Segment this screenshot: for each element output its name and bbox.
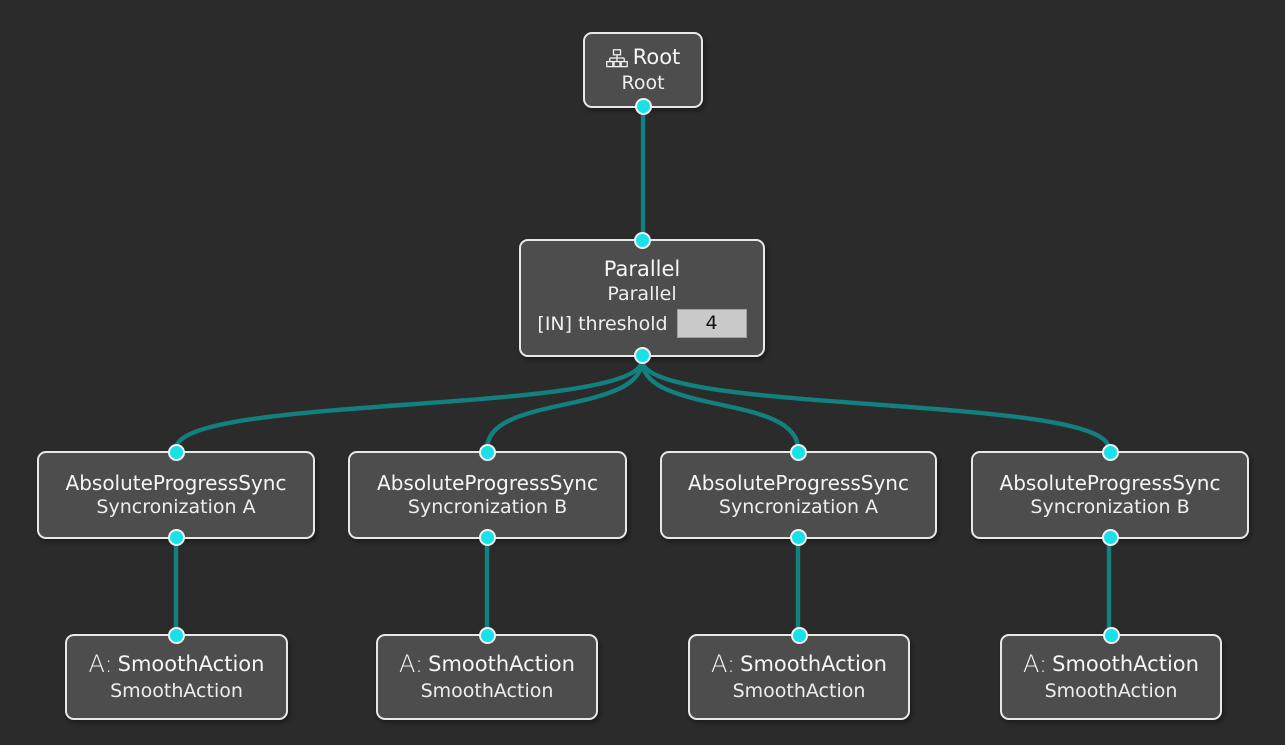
node-action-1-subtitle: SmoothAction (110, 680, 243, 703)
node-parallel-title: Parallel (603, 256, 681, 281)
node-root-output-port[interactable] (634, 98, 652, 115)
node-sync-b-2-title: AbsoluteProgressSync (999, 470, 1221, 495)
node-root-title: Root (632, 45, 681, 70)
node-sync-a-2[interactable]: AbsoluteProgressSync Syncronization A (660, 444, 937, 546)
action-prefix-icon: A: (1023, 650, 1048, 679)
threshold-input[interactable]: 4 (676, 309, 747, 339)
node-action-3-subtitle: SmoothAction (732, 680, 866, 703)
node-action-4[interactable]: A: SmoothAction SmoothAction (1000, 627, 1222, 720)
node-action-2-title-row: A: SmoothAction (399, 651, 575, 678)
node-parallel[interactable]: Parallel Parallel [IN] threshold 4 (519, 232, 765, 364)
node-action-3-input-port[interactable] (790, 627, 808, 644)
node-sync-b-1-title: AbsoluteProgressSync (377, 470, 598, 495)
node-sync-a-1-output-port[interactable] (167, 529, 185, 546)
edge-parallel-sync-b-2[interactable] (639, 357, 1112, 452)
edge-parallel-sync-b-1[interactable] (484, 357, 645, 452)
node-action-3[interactable]: A: SmoothAction SmoothAction (688, 627, 910, 720)
node-action-1-title-row: A: SmoothAction (89, 651, 265, 678)
node-sync-b-1[interactable]: AbsoluteProgressSync Syncronization B (348, 444, 627, 546)
node-sync-b-1-subtitle: Syncronization B (407, 495, 568, 518)
node-action-2[interactable]: A: SmoothAction SmoothAction (376, 627, 598, 720)
node-action-3-title-row: A: SmoothAction (711, 651, 887, 678)
node-action-1-title: SmoothAction (117, 652, 265, 677)
threshold-label: [IN] threshold (537, 312, 668, 335)
sitemap-icon (605, 49, 628, 68)
node-parallel-output-port[interactable] (633, 347, 651, 364)
node-sync-a-2-subtitle: Syncronization A (718, 495, 879, 518)
node-parallel-input-port[interactable] (633, 232, 651, 249)
node-sync-a-1[interactable]: AbsoluteProgressSync Syncronization A (37, 444, 315, 546)
node-root-title-row: Root (605, 45, 681, 70)
action-prefix-icon: A: (88, 650, 113, 679)
edge-parallel-sync-a-1[interactable] (173, 357, 645, 452)
node-action-2-subtitle: SmoothAction (420, 680, 554, 703)
node-sync-a-1-subtitle: Syncronization A (96, 495, 256, 518)
node-action-4-subtitle: SmoothAction (1044, 680, 1178, 703)
node-action-4-input-port[interactable] (1102, 627, 1120, 644)
node-sync-b-1-output-port[interactable] (479, 529, 496, 546)
node-sync-b-1-input-port[interactable] (479, 444, 496, 461)
node-sync-a-1-title: AbsoluteProgressSync (65, 470, 287, 495)
node-sync-b-2-output-port[interactable] (1101, 529, 1119, 546)
edge-parallel-sync-a-2[interactable] (639, 357, 801, 452)
node-action-2-input-port[interactable] (478, 627, 496, 644)
action-prefix-icon: A: (711, 650, 736, 679)
node-action-1[interactable]: A: SmoothAction SmoothAction (65, 627, 288, 720)
node-sync-b-2-subtitle: Syncronization B (1030, 495, 1190, 518)
node-sync-a-1-input-port[interactable] (167, 444, 185, 461)
node-parallel-port-row: [IN] threshold 4 (537, 309, 747, 339)
node-sync-a-2-output-port[interactable] (790, 529, 807, 546)
node-action-3-title: SmoothAction (740, 652, 887, 677)
node-action-2-title: SmoothAction (428, 652, 575, 677)
node-sync-b-2-input-port[interactable] (1101, 444, 1119, 461)
node-sync-b-2[interactable]: AbsoluteProgressSync Syncronization B (971, 444, 1249, 546)
action-prefix-icon: A: (399, 650, 424, 679)
node-root-subtitle: Root (621, 71, 665, 94)
node-root[interactable]: Root Root (583, 32, 703, 115)
node-parallel-subtitle: Parallel (607, 283, 677, 306)
node-sync-a-2-title: AbsoluteProgressSync (688, 470, 909, 495)
node-sync-a-2-input-port[interactable] (790, 444, 807, 461)
node-action-1-input-port[interactable] (168, 627, 185, 644)
node-action-4-title-row: A: SmoothAction (1023, 651, 1199, 678)
node-action-4-title: SmoothAction (1052, 652, 1199, 677)
